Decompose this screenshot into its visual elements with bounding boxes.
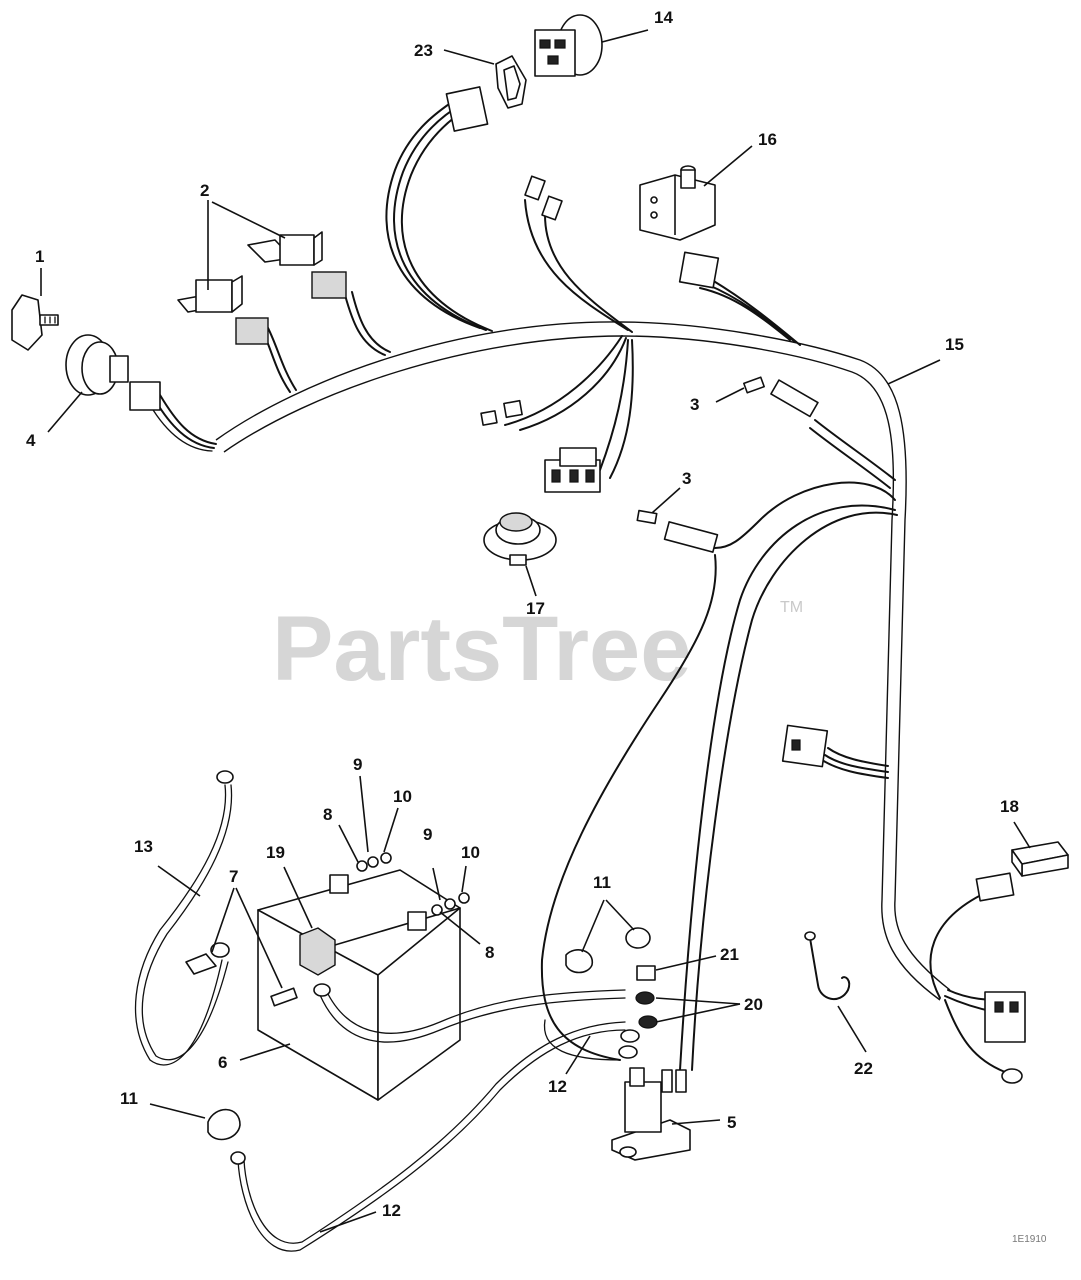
callout-11-upper: 11 <box>593 873 611 892</box>
center-relay[interactable] <box>544 447 601 493</box>
fuse-upper[interactable] <box>743 376 765 394</box>
relay-lower[interactable] <box>177 275 269 345</box>
battery-positive-cable[interactable] <box>313 983 626 1043</box>
branch-fuse-lower-and-solenoid <box>540 481 898 1071</box>
callout-12-upper: 12 <box>548 1077 567 1096</box>
callout-13: 13 <box>134 837 153 856</box>
battery-washers <box>356 852 470 916</box>
callout-19: 19 <box>266 843 285 862</box>
callout-22: 22 <box>854 1059 873 1078</box>
callout-9-left: 9 <box>353 755 362 774</box>
terminal-boot-upper-right[interactable] <box>625 927 651 949</box>
branch-right-plug <box>821 747 889 779</box>
branch-spade-terminals-top <box>524 199 633 333</box>
bolts[interactable] <box>185 953 298 1007</box>
callout-4: 4 <box>26 431 36 450</box>
solenoid-jumper <box>543 1019 640 1061</box>
leader-lines <box>40 29 1031 1233</box>
callout-8-right: 8 <box>485 943 494 962</box>
callout-17: 17 <box>526 599 545 618</box>
callout-5: 5 <box>727 1113 736 1132</box>
branch-relays <box>261 291 391 393</box>
callout-2: 2 <box>200 181 209 200</box>
callout-15: 15 <box>945 335 964 354</box>
terminal-boot-upper-left[interactable] <box>565 949 593 974</box>
key[interactable] <box>11 294 59 351</box>
fuse-lower[interactable] <box>636 509 658 525</box>
spade-terminals-top <box>524 175 563 221</box>
branch-center-down <box>504 335 634 479</box>
center-spade-terminals <box>480 399 523 426</box>
callout-3-lower: 3 <box>682 469 691 488</box>
connector-cover[interactable] <box>1011 841 1069 877</box>
callout-20: 20 <box>744 995 763 1014</box>
fuse-holder-upper <box>770 379 819 418</box>
branch-key-switch <box>385 99 493 332</box>
callout-6: 6 <box>218 1053 227 1072</box>
callout-23: 23 <box>414 41 433 60</box>
terminal-boot-lower[interactable] <box>207 1108 241 1141</box>
watermark-text: PartsTree <box>272 598 691 700</box>
callout-8-left: 8 <box>323 805 332 824</box>
branch-interlock-switch <box>699 279 801 346</box>
right-plug-connector <box>781 724 829 768</box>
ignition-switch[interactable] <box>65 334 161 411</box>
interlock-switch[interactable] <box>639 165 716 241</box>
interlock-connector <box>678 251 720 289</box>
lock-washers[interactable] <box>635 991 658 1029</box>
key-switch[interactable] <box>534 14 603 77</box>
hex-nut[interactable] <box>636 965 656 981</box>
connector-lower-right <box>975 872 1026 1084</box>
callout-18: 18 <box>1000 797 1019 816</box>
key-switch-plug <box>445 86 489 132</box>
callout-12-lower: 12 <box>382 1201 401 1220</box>
main-wiring-harness[interactable] <box>215 321 951 1001</box>
callout-9-right: 9 <box>423 825 432 844</box>
fuse-holder-lower <box>663 521 719 553</box>
watermark-trademark: TM <box>780 599 803 616</box>
callout-16: 16 <box>758 130 777 149</box>
callout-11-lower: 11 <box>120 1089 138 1108</box>
j-hook[interactable] <box>804 931 851 1000</box>
branch-fuse-upper <box>809 419 896 489</box>
callout-21: 21 <box>720 945 739 964</box>
buzzer[interactable] <box>483 512 557 566</box>
callout-10-right: 10 <box>461 843 480 862</box>
callout-1: 1 <box>35 247 44 266</box>
drawing-code: 1E1910 <box>1012 1234 1047 1245</box>
starter-cable[interactable] <box>230 1021 626 1252</box>
switch-bezel[interactable] <box>495 55 527 109</box>
ground-cable[interactable] <box>134 770 234 1066</box>
callout-14: 14 <box>654 8 673 27</box>
callout-labels: 1 2 3 3 4 5 6 7 8 8 9 9 10 10 11 11 12 1… <box>26 8 1019 1220</box>
starter-solenoid[interactable] <box>611 1067 691 1161</box>
relay-upper[interactable] <box>247 231 347 299</box>
callout-10-left: 10 <box>393 787 412 806</box>
callout-7: 7 <box>229 867 238 886</box>
battery[interactable] <box>257 869 461 1101</box>
callout-3-upper: 3 <box>690 395 699 414</box>
